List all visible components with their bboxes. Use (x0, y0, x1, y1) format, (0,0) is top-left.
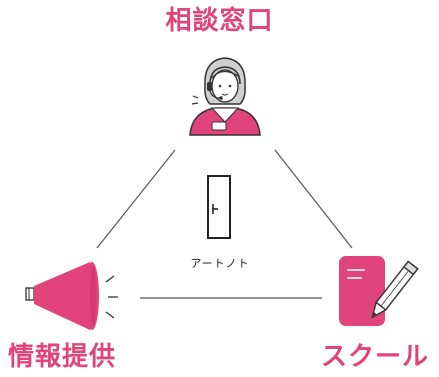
node-label-school: スクール (320, 342, 429, 372)
notebook-pencil-icon (339, 256, 419, 326)
node-label-consultation: 相談窓口 (165, 6, 274, 36)
consultant-headset-icon (189, 57, 261, 136)
center-logo-text: アートノト (190, 257, 250, 270)
edge-top-right (274, 149, 353, 249)
edge-top-left (96, 149, 176, 249)
node-label-information: 情報提供 (8, 342, 117, 372)
megaphone-icon (25, 262, 118, 330)
door-icon (207, 175, 231, 239)
